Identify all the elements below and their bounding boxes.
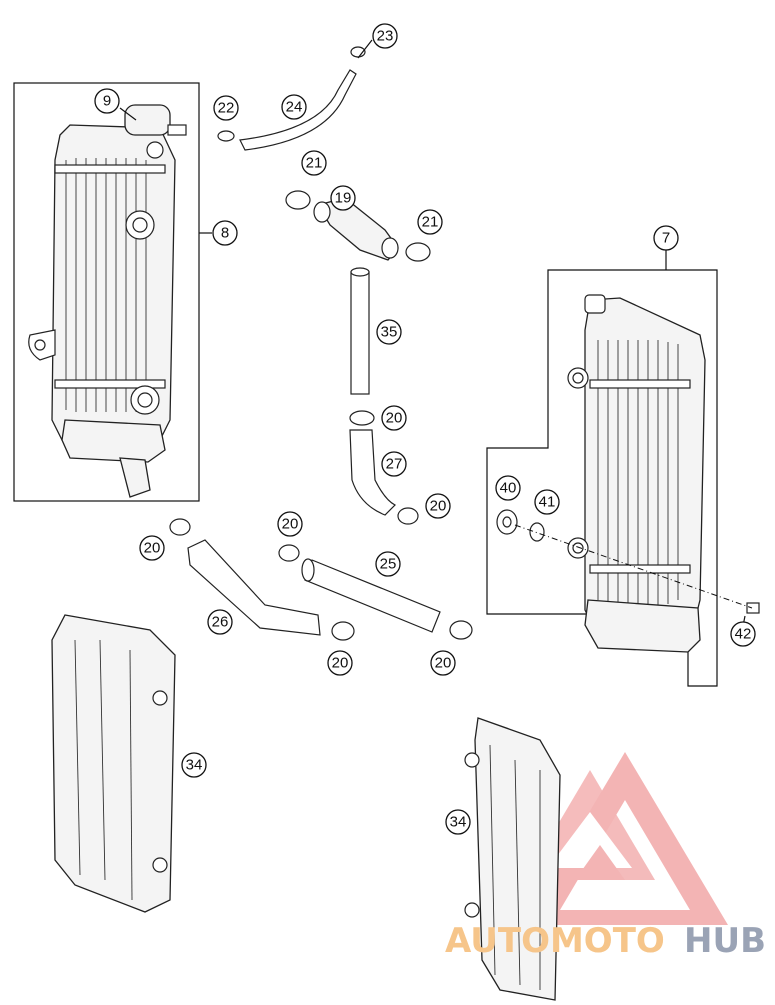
automotohub-watermark-text: AUTOMOTO HUB (445, 921, 766, 961)
callout-21-right: 21 (417, 209, 443, 235)
svg-text:20: 20 (282, 516, 299, 533)
breather-hose-24 (239, 69, 357, 151)
svg-text:20: 20 (435, 655, 452, 672)
callout-20-e: 20 (327, 650, 353, 676)
callout-27: 27 (381, 451, 407, 477)
svg-text:20: 20 (386, 410, 403, 427)
svg-text:22: 22 (218, 100, 235, 117)
callout-34-left: 34 (181, 752, 207, 778)
svg-text:7: 7 (662, 230, 670, 247)
svg-text:21: 21 (306, 155, 323, 172)
svg-text:40: 40 (500, 480, 517, 497)
callout-9: 9 (94, 88, 120, 114)
svg-text:27: 27 (386, 456, 403, 473)
right-radiator (567, 294, 706, 653)
svg-text:25: 25 (380, 556, 397, 573)
svg-text:19: 19 (335, 190, 352, 207)
svg-text:26: 26 (212, 614, 229, 631)
right-radiator-group (486, 269, 718, 687)
svg-text:34: 34 (450, 814, 467, 831)
callout-24: 24 (281, 94, 307, 120)
callout-20-b: 20 (425, 493, 451, 519)
top-small-clamp-22 (217, 130, 235, 142)
svg-text:9: 9 (103, 93, 111, 110)
callout-25: 25 (375, 551, 401, 577)
callout-35: 35 (376, 319, 402, 345)
screw-42 (746, 602, 760, 614)
svg-text:21: 21 (422, 214, 439, 231)
svg-text:20: 20 (332, 655, 349, 672)
callout-40: 40 (495, 475, 521, 501)
svg-text:20: 20 (144, 540, 161, 557)
callout-23: 23 (372, 23, 398, 49)
callout-20-c: 20 (139, 535, 165, 561)
callout-34-right: 34 (445, 809, 471, 835)
hose-clamps-21 (285, 190, 431, 262)
callout-8: 8 (212, 220, 238, 246)
callout-20-d: 20 (277, 511, 303, 537)
callout-41: 41 (534, 489, 560, 515)
grommet-40 (496, 509, 518, 535)
hose-clamps-20 (169, 410, 473, 641)
watermark-text-part2: HUB (684, 921, 766, 961)
pipe-35 (350, 267, 370, 395)
left-radiator-group (13, 82, 200, 502)
svg-text:20: 20 (430, 498, 447, 515)
small-clamp-23 (350, 46, 366, 58)
callout-26: 26 (207, 609, 233, 635)
radiator-guard-right (464, 717, 561, 1001)
hose-26 (187, 539, 321, 636)
svg-text:24: 24 (286, 99, 303, 116)
callout-21-top: 21 (301, 150, 327, 176)
svg-text:8: 8 (221, 225, 229, 242)
left-radiator-frame (13, 82, 200, 502)
callout-20-f: 20 (430, 650, 456, 676)
callout-22: 22 (213, 95, 239, 121)
callout-42: 42 (730, 621, 756, 647)
hose-27 (349, 429, 397, 516)
svg-text:41: 41 (539, 494, 556, 511)
svg-text:42: 42 (735, 626, 752, 643)
radiator-guard-left (51, 614, 176, 913)
washer-41 (529, 522, 545, 542)
svg-text:34: 34 (186, 757, 203, 774)
left-radiator (28, 104, 187, 498)
thermostat-fitting-19 (313, 197, 399, 261)
watermark-text-part1: AUTOMOTO (445, 921, 665, 961)
callout-7: 7 (653, 225, 679, 251)
callout-20-a: 20 (381, 405, 407, 431)
hose-25 (301, 558, 441, 633)
callout-19: 19 (330, 185, 356, 211)
svg-text:23: 23 (377, 28, 394, 45)
svg-text:35: 35 (381, 324, 398, 341)
